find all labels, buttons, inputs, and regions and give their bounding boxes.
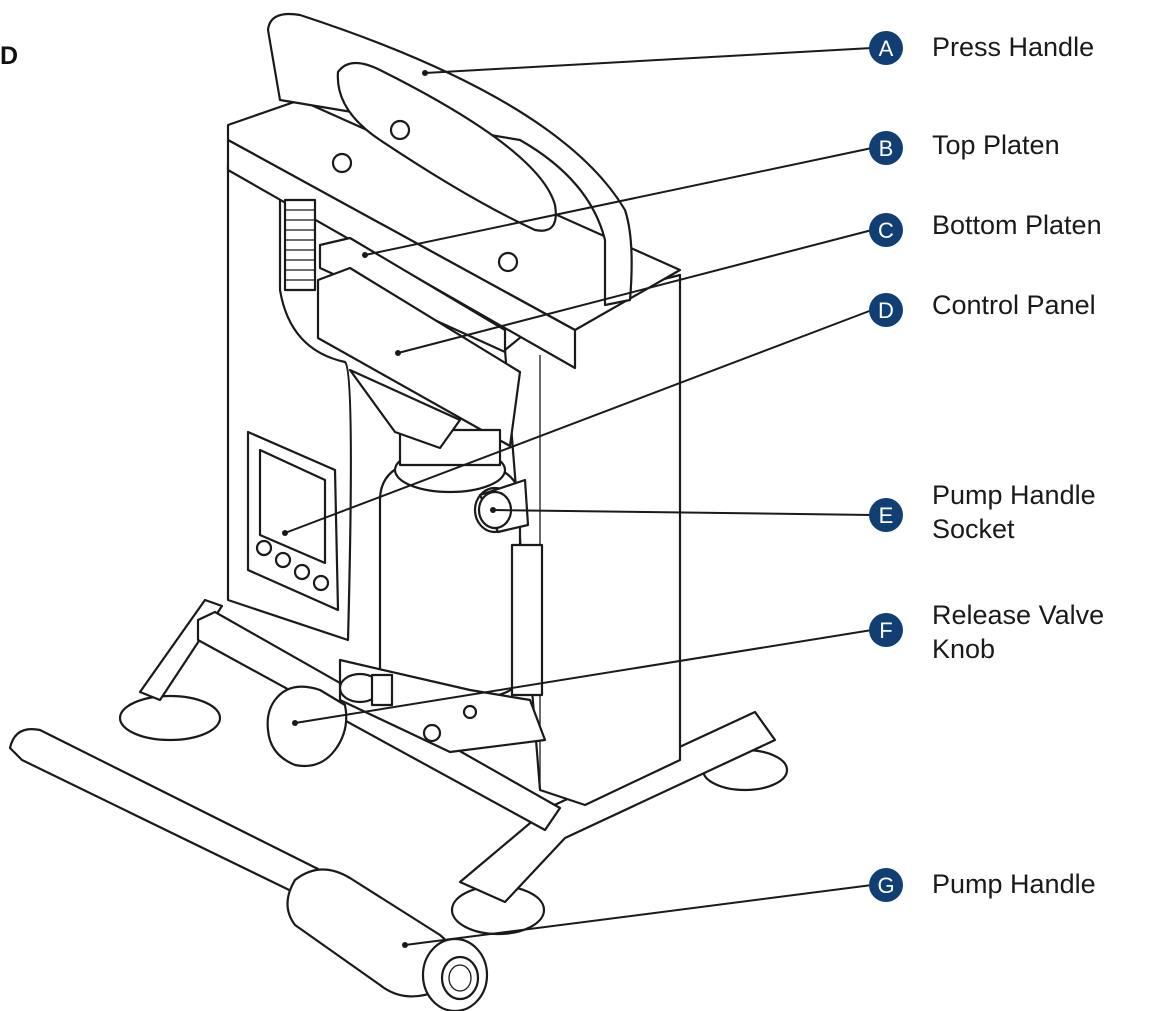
leader-line-g (404, 884, 873, 946)
callout-label-d: Control Panel (932, 290, 1096, 320)
control-panel-screen (258, 448, 327, 565)
callout-badge-letter-f: F (879, 618, 892, 643)
callout-badge-d (869, 293, 903, 327)
callout-label-f: Release Valve Knob (932, 600, 1105, 664)
callout-badge-letter-g: G (877, 873, 894, 898)
callout-badge-letter-c: C (878, 218, 894, 243)
callout-badge-e (869, 498, 903, 532)
leader-line-e (492, 509, 873, 516)
callout-badge-letter-b: B (879, 136, 894, 161)
screw (331, 152, 353, 174)
leader-dot-a (422, 70, 428, 76)
screw (497, 251, 519, 273)
leader-dot-d (282, 530, 288, 536)
callout-badge-letter-a: A (879, 36, 894, 61)
reservoir (510, 543, 544, 697)
callout-badge-c (869, 213, 903, 247)
leader-dot-e (490, 507, 496, 513)
panel-button-down (293, 563, 311, 581)
callout-badge-a (869, 31, 903, 65)
bottom-platen (316, 266, 522, 448)
callout-label-b: Top Platen (932, 130, 1060, 160)
panel-button-up (255, 539, 273, 557)
leader-dot-g (402, 942, 408, 948)
panel-button-set (312, 574, 330, 592)
press-handle-grip (336, 61, 557, 232)
leader-dot-f (292, 720, 298, 726)
leader-lines (282, 47, 873, 948)
callout-badge-letter-e: E (879, 503, 894, 528)
top-platen (318, 236, 507, 354)
leader-line-d (284, 309, 873, 534)
base-crossbar (196, 610, 562, 832)
leader-line-a (424, 47, 873, 74)
callout-badge-g (869, 868, 903, 902)
callout-label-g: Pump Handle (932, 869, 1096, 899)
callout-label-a: Press Handle (932, 32, 1095, 62)
callout-badges: A B C D E F G (869, 31, 903, 902)
leader-line-c (397, 229, 873, 354)
panel-button-ok (274, 551, 292, 569)
release-valve-knob (266, 685, 348, 768)
screw (389, 119, 411, 141)
corner-letter: D (0, 42, 19, 70)
leader-line-f (294, 629, 873, 724)
callout-badge-letter-d: D (878, 298, 894, 323)
callout-label-c: Bottom Platen (932, 210, 1102, 240)
threaded-rod (283, 198, 317, 292)
leader-line-b (364, 147, 873, 256)
callout-label-e: Pump Handle Socket (932, 480, 1096, 544)
callout-badge-f (869, 613, 903, 647)
suction-foot (118, 694, 222, 742)
leader-dot-c (395, 350, 401, 356)
callout-badge-b (869, 131, 903, 165)
leader-dot-b (362, 252, 368, 258)
